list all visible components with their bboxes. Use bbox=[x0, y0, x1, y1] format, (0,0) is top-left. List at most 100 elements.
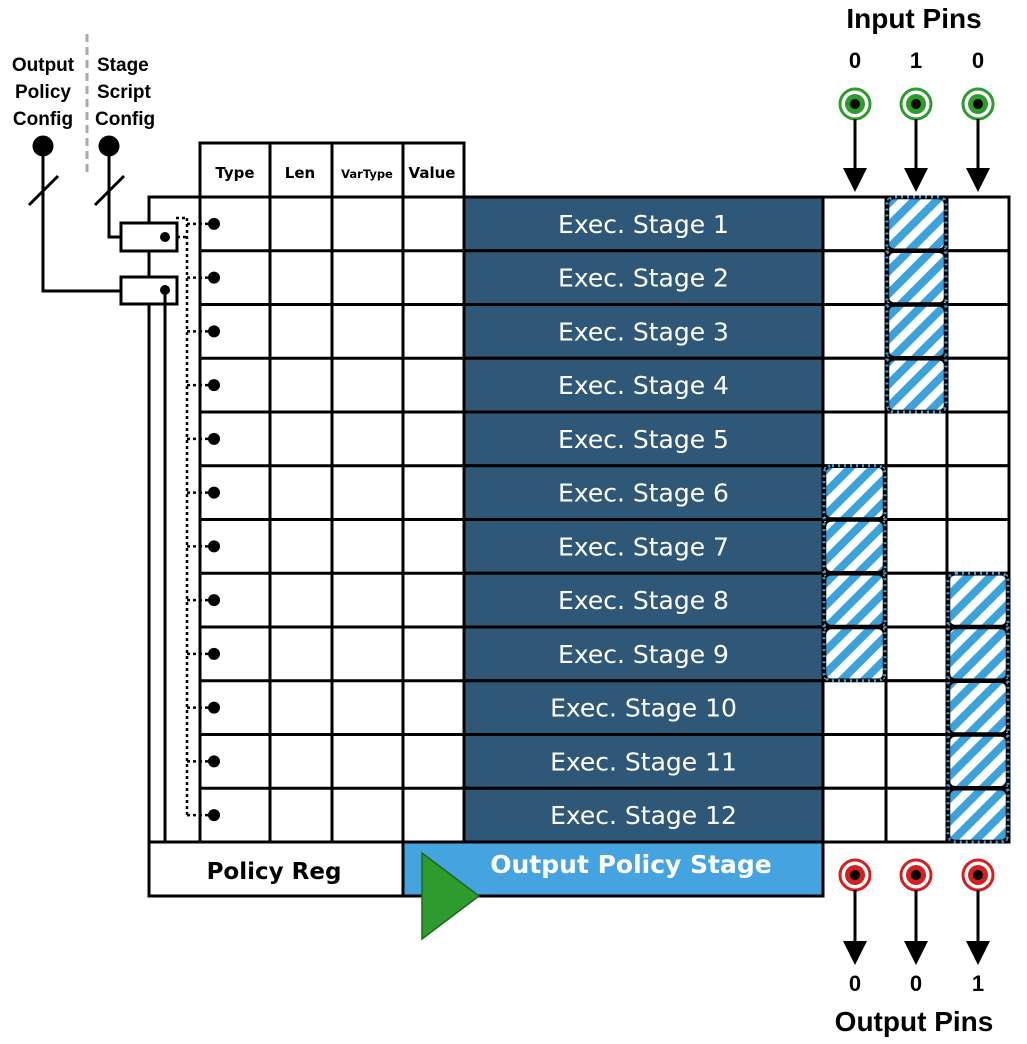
exec-stage-block bbox=[462, 679, 825, 736]
output-policy-stage-label: Output Policy Stage bbox=[490, 850, 771, 879]
column-value: Value bbox=[409, 164, 456, 182]
exec-stage-label: Exec. Stage 10 bbox=[550, 694, 737, 723]
exec-stage-block bbox=[462, 303, 825, 360]
input-pin-value: 0 bbox=[972, 48, 984, 73]
pin-matrix-cell bbox=[884, 464, 949, 521]
pin-matrix-cell bbox=[821, 733, 888, 790]
pin-matrix-cell bbox=[884, 518, 949, 575]
exec-stage-label: Exec. Stage 7 bbox=[558, 532, 729, 561]
input-pin-core bbox=[850, 99, 860, 109]
svg-text:Script: Script bbox=[97, 82, 152, 103]
active-cell bbox=[886, 196, 947, 251]
pin-matrix-cell bbox=[945, 464, 1011, 521]
pin-matrix-cell bbox=[821, 195, 888, 253]
active-region-outline bbox=[822, 464, 887, 683]
active-cell bbox=[823, 465, 886, 520]
output-pins-title: Output Pins bbox=[835, 1006, 994, 1037]
exec-stage-label: Exec. Stage 11 bbox=[550, 747, 737, 776]
pin-matrix-cell bbox=[821, 786, 888, 844]
active-cell bbox=[947, 788, 1009, 843]
variable-table-rows bbox=[200, 249, 464, 844]
exec-stage-label: Exec. Stage 4 bbox=[558, 371, 729, 400]
exec-stage-label: Exec. Stage 3 bbox=[558, 317, 729, 346]
exec-stage-block bbox=[462, 195, 825, 253]
column-vartype: VarType bbox=[341, 167, 393, 181]
exec-stage-label: Exec. Stage 6 bbox=[558, 479, 729, 508]
pin-matrix-cell bbox=[884, 625, 949, 683]
output-pin-core bbox=[973, 870, 983, 880]
policy-reg-box bbox=[147, 840, 405, 898]
output-pin-core bbox=[911, 870, 921, 880]
active-cell bbox=[823, 519, 886, 574]
active-cell bbox=[947, 734, 1009, 789]
output-policy-config-wire bbox=[27, 135, 121, 293]
input-pins-title: Input Pins bbox=[846, 3, 981, 34]
pin-matrix-cell bbox=[945, 195, 1011, 253]
pin-matrix-cell bbox=[821, 303, 888, 360]
policy-reg-label: Policy Reg bbox=[207, 859, 342, 885]
pin-matrix-cell bbox=[945, 410, 1011, 468]
output-policy-config-label: Output Policy Config bbox=[12, 55, 75, 130]
pin-matrix-cell bbox=[884, 571, 949, 629]
config-bus bbox=[165, 216, 220, 822]
exec-stage-label: Exec. Stage 5 bbox=[558, 425, 729, 454]
input-pin-value: 0 bbox=[849, 48, 861, 73]
pin-matrix-cell bbox=[945, 303, 1011, 360]
svg-text:Config: Config bbox=[13, 109, 73, 130]
input-arrow-head bbox=[966, 168, 990, 192]
exec-stage-block bbox=[462, 518, 825, 575]
active-cell bbox=[823, 573, 886, 628]
active-cell bbox=[947, 680, 1009, 735]
stage-script-register-node bbox=[160, 232, 170, 242]
active-cell bbox=[886, 304, 947, 359]
output-arrow-head bbox=[843, 941, 867, 965]
exec-stage-label: Exec. Stage 9 bbox=[558, 640, 729, 669]
stage-script-config-wire bbox=[93, 135, 126, 239]
active-cell bbox=[947, 626, 1009, 681]
pin-matrix-cell bbox=[884, 679, 949, 736]
column-len: Len bbox=[285, 164, 315, 182]
input-pin-value: 1 bbox=[910, 48, 922, 73]
column-type: Type bbox=[215, 164, 254, 182]
pin-matrix-cell bbox=[821, 356, 888, 414]
input-arrow-head bbox=[904, 168, 928, 192]
active-cell bbox=[886, 358, 947, 413]
input-pin-core bbox=[973, 99, 983, 109]
pin-matrix-cell bbox=[884, 410, 949, 468]
exec-stage-label: Exec. Stage 8 bbox=[558, 586, 729, 615]
pin-matrix-cell bbox=[884, 733, 949, 790]
input-arrow-head bbox=[843, 168, 867, 192]
pin-matrix-cell bbox=[945, 518, 1011, 575]
active-cell bbox=[886, 250, 947, 305]
output-pin-value: 0 bbox=[849, 971, 861, 996]
pin-matrix-cell bbox=[821, 249, 888, 306]
output-arrow-head bbox=[904, 941, 928, 965]
exec-stage-block bbox=[462, 625, 825, 683]
exec-stage-label: Exec. Stage 12 bbox=[550, 801, 737, 830]
active-cell bbox=[823, 626, 886, 681]
output-pin-core bbox=[850, 870, 860, 880]
output-policy-stage bbox=[401, 840, 825, 898]
exec-stage-block bbox=[462, 410, 825, 468]
svg-text:Output: Output bbox=[12, 55, 75, 76]
active-cell bbox=[947, 573, 1009, 628]
output-play-icon bbox=[421, 851, 481, 941]
exec-stage-block bbox=[462, 733, 825, 790]
pin-matrix bbox=[821, 195, 1011, 844]
output-arrow-head bbox=[966, 941, 990, 965]
pin-matrix-cell bbox=[821, 410, 888, 468]
active-region-outline bbox=[885, 195, 948, 414]
pin-matrix-cell bbox=[821, 679, 888, 736]
svg-text:Stage: Stage bbox=[97, 55, 149, 76]
svg-text:Policy: Policy bbox=[15, 82, 71, 103]
pin-matrix-cell bbox=[884, 786, 949, 844]
exec-stage-block bbox=[462, 786, 825, 844]
input-pins: 0 1 0 bbox=[838, 48, 995, 192]
active-region-outline bbox=[946, 571, 1010, 844]
variable-table-header: Type Len VarType Value bbox=[198, 141, 466, 199]
input-pin-core bbox=[911, 99, 921, 109]
pin-matrix-cell bbox=[945, 249, 1011, 306]
output-pin-value: 0 bbox=[910, 971, 922, 996]
